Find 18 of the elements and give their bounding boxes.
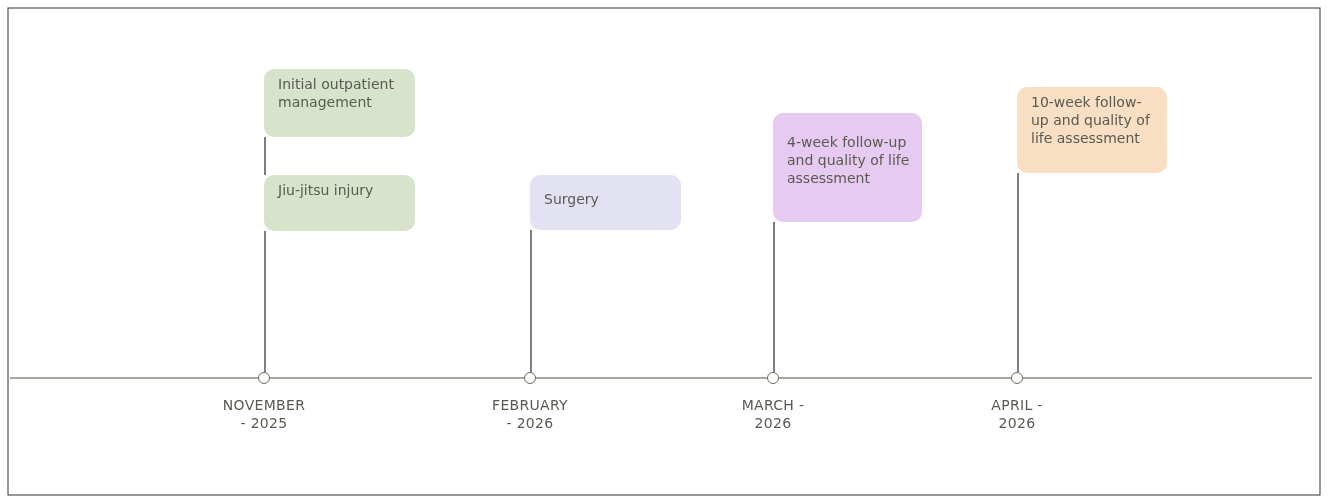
- event-box: Surgery: [530, 175, 681, 230]
- date-marker: [767, 372, 779, 384]
- date-label: FEBRUARY - 2026: [491, 396, 569, 432]
- event-box: Jiu-jitsu injury: [264, 175, 415, 231]
- event-box: 10-week follow-up and quality of life assessment: [1017, 87, 1167, 173]
- flag-pole: [530, 229, 532, 373]
- date-label: APRIL - 2026: [990, 396, 1044, 432]
- flag-pole: [1017, 172, 1019, 373]
- event-box: 4-week follow-up and quality of life assessment: [773, 113, 922, 222]
- event-box: Initial outpatient management: [264, 69, 415, 137]
- flag-pole: [773, 221, 775, 373]
- date-marker: [258, 372, 270, 384]
- date-marker: [1011, 372, 1023, 384]
- date-label: NOVEMBER - 2025: [222, 396, 306, 432]
- date-marker: [524, 372, 536, 384]
- date-label: MARCH - 2026: [740, 396, 806, 432]
- flag-pole: [264, 136, 266, 176]
- flag-pole: [264, 230, 266, 373]
